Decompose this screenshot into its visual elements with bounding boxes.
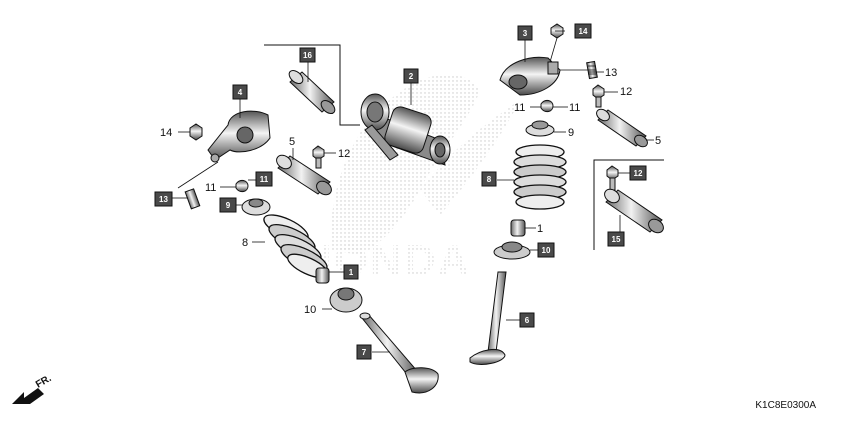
callout-16: 16 [299,47,316,63]
svg-text:14: 14 [579,27,588,36]
valve-spring-8-right [513,144,567,210]
callout-14-right: 14 [574,23,592,39]
callout-1-left: 1 [343,264,359,280]
callout-7: 7 [356,344,372,360]
svg-text:12: 12 [634,169,643,178]
boxed-callouts: 16 2 3 14 4 8 10 6 12 15 11 9 13 1 7 [154,23,647,360]
svg-text:3: 3 [523,29,528,38]
rocker-shaft-5-left [276,154,332,196]
label-12-right: 12 [620,86,632,98]
intake-valve-7 [359,312,439,394]
callout-8-right: 8 [481,171,497,187]
svg-text:4: 4 [238,88,243,97]
valve-cotter-11-left [235,179,249,193]
bolt-12-right [592,84,605,108]
rocker-arm-shaft-16 [288,69,336,115]
exhaust-valve-6 [469,271,507,365]
valve-cotter-11-right [540,99,554,113]
honda-watermark: HONDA [300,74,520,285]
frame-lines [264,44,664,250]
callout-12-frame: 12 [629,165,647,181]
rocker-shaft-15 [604,188,664,234]
label-5-left: 5 [289,136,295,148]
camshaft-2 [360,93,451,166]
svg-text:1: 1 [349,268,354,277]
label-14-left: 14 [160,127,172,139]
label-11-right-a: 11 [514,102,525,114]
front-arrow-icon [12,388,44,404]
spring-seat-10-left [329,287,363,313]
label-13-right: 13 [605,67,617,79]
callout-2: 2 [403,68,419,84]
svg-text:15: 15 [612,235,621,244]
bolt-12-frame [606,165,619,191]
rocker-shaft-5-right [596,108,648,148]
callout-11-left: 11 [255,171,273,187]
label-11-left: 11 [205,182,216,194]
callout-15: 15 [607,231,625,247]
leader-lines [172,30,654,353]
svg-text:11: 11 [260,175,269,184]
adjusting-screw-13-right [586,60,598,80]
label-12-left: 12 [338,148,350,160]
label-8-left: 8 [242,237,248,249]
plain-callouts: 14 13 12 11 11 9 5 1 5 12 11 8 10 [160,67,661,316]
label-11-right-b: 11 [569,102,580,114]
svg-text:10: 10 [542,246,551,255]
callout-9-left: 9 [219,197,237,213]
front-direction-label: FR. [34,373,54,391]
bolt-12-left [312,145,325,169]
rocker-arm-3 [499,56,561,96]
spring-retainer-9-right [525,120,555,137]
svg-text:2: 2 [409,72,414,81]
callout-3: 3 [517,25,533,41]
lock-nut-14-left [189,123,203,141]
label-9-right: 9 [568,127,574,139]
svg-text:6: 6 [525,316,530,325]
svg-text:9: 9 [226,201,231,210]
spring-seat-10-right [493,241,531,260]
label-1-right: 1 [537,223,543,235]
label-5-right: 5 [655,135,661,147]
svg-text:16: 16 [303,51,312,60]
callout-4: 4 [232,84,248,100]
rocker-arm-4 [207,110,271,163]
diagram-code: K1C8E0300A [755,400,816,411]
adjusting-screw-13-left [184,188,201,210]
stem-seal-1-left [315,267,330,284]
svg-text:7: 7 [362,348,367,357]
spring-retainer-9-left [241,198,271,216]
callout-13-left: 13 [154,191,173,207]
svg-text:8: 8 [487,175,492,184]
svg-text:13: 13 [159,195,168,204]
callout-6: 6 [519,312,535,328]
callout-10-right: 10 [537,242,555,258]
label-10-left: 10 [304,304,316,316]
stem-seal-1-right [510,219,526,237]
